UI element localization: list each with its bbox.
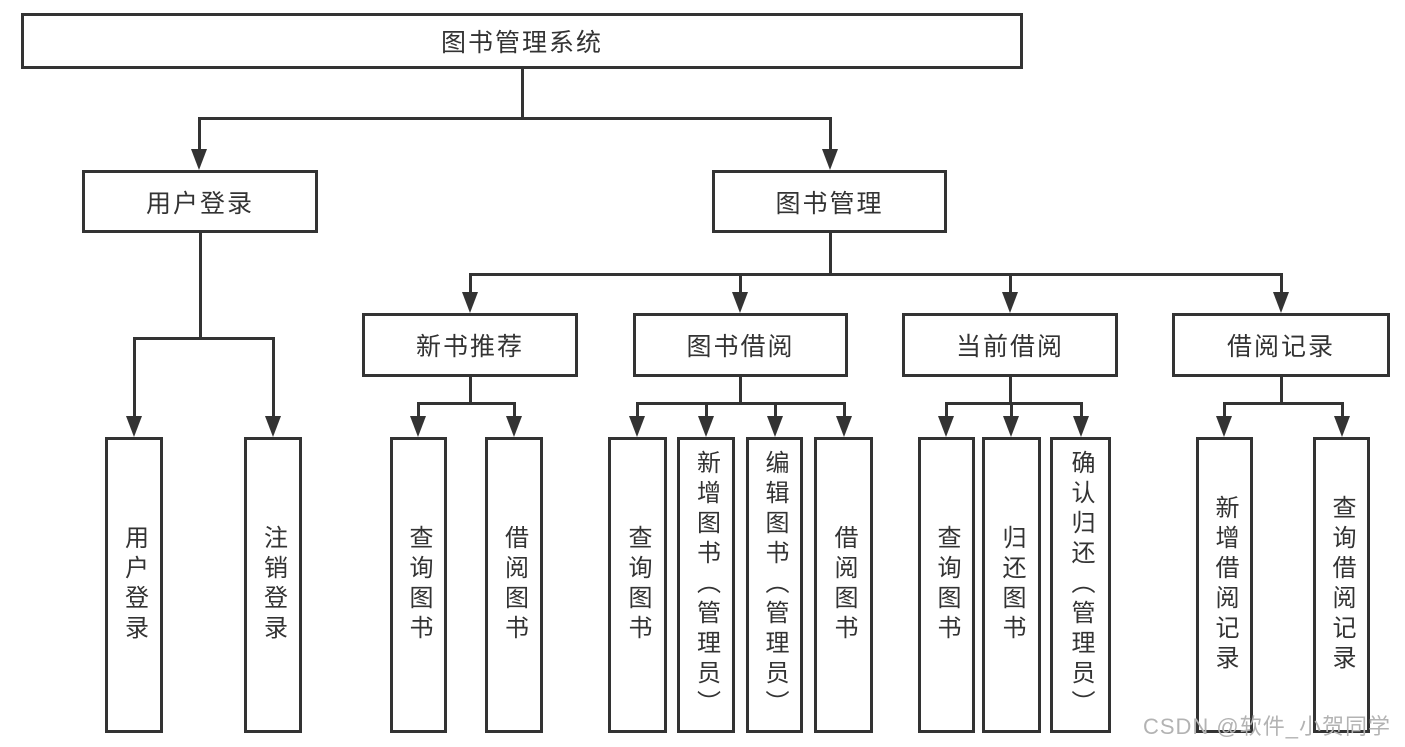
connector-segment	[738, 377, 742, 402]
arrowhead-icon	[836, 416, 852, 437]
leaf-logout: 注销登录	[244, 437, 302, 733]
arrowhead-icon	[767, 416, 783, 437]
connector-drop	[1009, 402, 1013, 416]
connector-drop	[132, 337, 136, 416]
arrowhead-icon	[1073, 416, 1089, 437]
node-current-borrowing: 当前借阅	[902, 313, 1118, 377]
connector-drop	[704, 402, 708, 416]
leaf-return-book: 归还图书	[982, 437, 1041, 733]
connector-rail	[132, 337, 275, 340]
connector-drop	[1279, 273, 1283, 292]
leaf-borrow-book: 借阅图书	[814, 437, 873, 733]
leaf-add-borrow-record: 新增借阅记录	[1196, 437, 1253, 733]
leaf-add-book-admin: 新增图书（管理员）	[677, 437, 735, 733]
arrowhead-icon	[191, 149, 207, 170]
connector-rail	[416, 402, 516, 405]
connector-drop	[416, 402, 420, 416]
node-book-borrowing: 图书借阅	[633, 313, 848, 377]
connector-segment	[198, 233, 202, 337]
connector-drop	[512, 402, 516, 416]
connector-drop	[1222, 402, 1226, 416]
node-user-login: 用户登录	[82, 170, 318, 233]
connector-drop	[1008, 273, 1012, 292]
connector-drop	[828, 117, 832, 149]
connector-drop	[468, 273, 472, 292]
leaf-user-login: 用户登录	[105, 437, 163, 733]
arrowhead-icon	[506, 416, 522, 437]
leaf-borrow-book-recommend: 借阅图书	[485, 437, 543, 733]
connector-segment	[1279, 377, 1283, 402]
leaf-edit-book-admin: 编辑图书（管理员）	[746, 437, 803, 733]
connector-drop	[738, 273, 742, 292]
connector-drop	[197, 117, 201, 149]
connector-rail	[197, 117, 832, 120]
arrowhead-icon	[1002, 292, 1018, 313]
connector-rail	[468, 273, 1283, 276]
node-library-management-system: 图书管理系统	[21, 13, 1023, 69]
connector-rail	[944, 402, 1083, 405]
connector-drop	[773, 402, 777, 416]
leaf-query-book-recommend: 查询图书	[390, 437, 447, 733]
arrowhead-icon	[938, 416, 954, 437]
node-book-management: 图书管理	[712, 170, 947, 233]
connector-segment	[828, 233, 832, 273]
arrowhead-icon	[629, 416, 645, 437]
connector-rail	[1222, 402, 1344, 405]
connector-drop	[944, 402, 948, 416]
arrowhead-icon	[1216, 416, 1232, 437]
arrowhead-icon	[126, 416, 142, 437]
arrowhead-icon	[265, 416, 281, 437]
csdn-watermark: CSDN @软件_小贺同学	[1142, 714, 1391, 739]
node-new-book-recommend: 新书推荐	[362, 313, 578, 377]
connector-drop	[635, 402, 639, 416]
leaf-query-book-borrowing: 查询图书	[608, 437, 667, 733]
connector-drop	[1340, 402, 1344, 416]
connector-drop	[271, 337, 275, 416]
connector-drop	[1079, 402, 1083, 416]
arrowhead-icon	[732, 292, 748, 313]
connector-drop	[842, 402, 846, 416]
node-borrowing-records: 借阅记录	[1172, 313, 1390, 377]
leaf-query-borrow-record: 查询借阅记录	[1313, 437, 1370, 733]
connector-rail	[635, 402, 846, 405]
arrowhead-icon	[1003, 416, 1019, 437]
arrowhead-icon	[698, 416, 714, 437]
arrowhead-icon	[410, 416, 426, 437]
connector-segment	[520, 69, 524, 117]
leaf-confirm-return-admin: 确认归还（管理员）	[1050, 437, 1111, 733]
arrowhead-icon	[1334, 416, 1350, 437]
arrowhead-icon	[822, 149, 838, 170]
arrowhead-icon	[1273, 292, 1289, 313]
connector-segment	[468, 377, 472, 402]
connector-segment	[1008, 377, 1012, 402]
arrowhead-icon	[462, 292, 478, 313]
leaf-query-book-current: 查询图书	[918, 437, 975, 733]
